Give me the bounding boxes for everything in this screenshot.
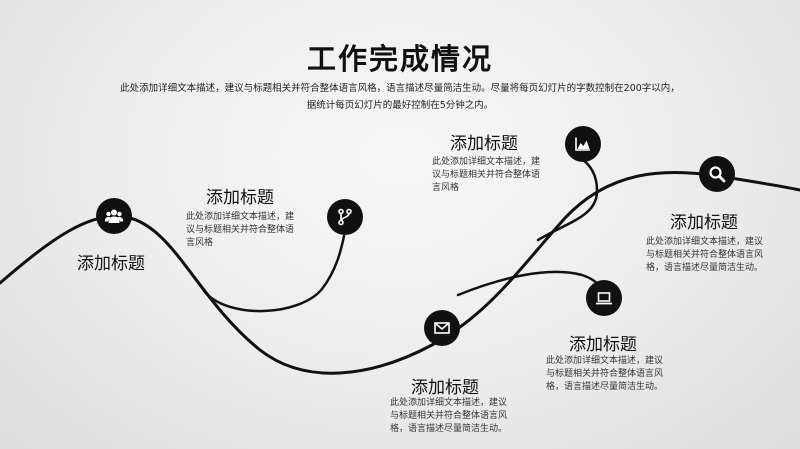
- desc-4: 此处添加详细文本描述，建 议与标题相关并符合整体语 言风格: [432, 156, 540, 195]
- page-title: 工作完成情况: [306, 42, 493, 76]
- branch-curve-bottom: [456, 270, 606, 300]
- heading-5: 添加标题: [569, 335, 637, 355]
- heading-1: 添加标题: [77, 254, 145, 274]
- desc-line: 此处添加详细文本描述，建议: [646, 237, 764, 247]
- users-node: [96, 198, 132, 234]
- desc-line: 与标题相关并符合整体语言风: [646, 250, 764, 260]
- desc-6: 此处添加详细文本描述，建议 与标题相关并符合整体语言风 格，语言描述尽量简洁生动…: [646, 236, 763, 275]
- desc-line: 与标题相关并符合整体语言风: [390, 411, 508, 421]
- desc-line: 此处添加详细文本描述，建: [432, 157, 541, 167]
- chart-node: [565, 126, 601, 162]
- branch-curve-top: [536, 158, 599, 242]
- desc-line: 议与标题相关并符合整体语: [186, 225, 295, 235]
- heading-4: 添加标题: [450, 134, 518, 154]
- desc-line: 与标题相关并符合整体语言风: [546, 369, 664, 379]
- heading-2: 添加标题: [206, 188, 274, 208]
- heading-6: 添加标题: [670, 213, 738, 233]
- intro-text: 此处添加详细文本描述，建议与标题相关并符合整体语言风格，语言描述尽量简洁生动。尽…: [80, 80, 720, 114]
- intro-line: 此处添加详细文本描述，建议与标题相关并符合整体语言风格，语言描述尽量简洁生动。尽…: [120, 83, 680, 94]
- desc-5: 此处添加详细文本描述，建议 与标题相关并符合整体语言风 格，语言描述尽量简洁生动…: [546, 355, 663, 394]
- search-icon: [709, 166, 726, 183]
- desc-line: 此处添加详细文本描述，建议: [390, 398, 508, 408]
- users-icon: [104, 209, 124, 223]
- desc-line: 格，语言描述尽量简洁生动。: [390, 424, 508, 434]
- branch-icon: [338, 208, 352, 226]
- desc-line: 议与标题相关并符合整体语: [432, 170, 541, 180]
- desc-line: 格，语言描述尽量简洁生动。: [646, 263, 764, 273]
- branch-curve-left: [202, 234, 346, 313]
- desc-line: 格，语言描述尽量简洁生动。: [546, 382, 664, 392]
- chart-icon: [575, 137, 590, 151]
- desc-line: 此处添加详细文本描述，建: [186, 212, 295, 222]
- mail-icon: [434, 322, 450, 334]
- desc-line: 言风格: [432, 183, 460, 193]
- laptop-node: [586, 280, 622, 316]
- heading-3: 添加标题: [411, 378, 479, 398]
- desc-line: 言风格: [186, 238, 214, 248]
- mail-node: [424, 310, 460, 346]
- branch-node: [327, 199, 363, 235]
- desc-line: 此处添加详细文本描述，建议: [546, 356, 664, 366]
- intro-line: 据统计每页幻灯片的最好控制在5分钟之内。: [306, 100, 494, 111]
- laptop-icon: [596, 292, 612, 305]
- desc-2: 此处添加详细文本描述，建 议与标题相关并符合整体语 言风格: [186, 211, 294, 250]
- desc-3: 此处添加详细文本描述，建议 与标题相关并符合整体语言风 格，语言描述尽量简洁生动…: [390, 397, 507, 436]
- search-node: [699, 156, 735, 192]
